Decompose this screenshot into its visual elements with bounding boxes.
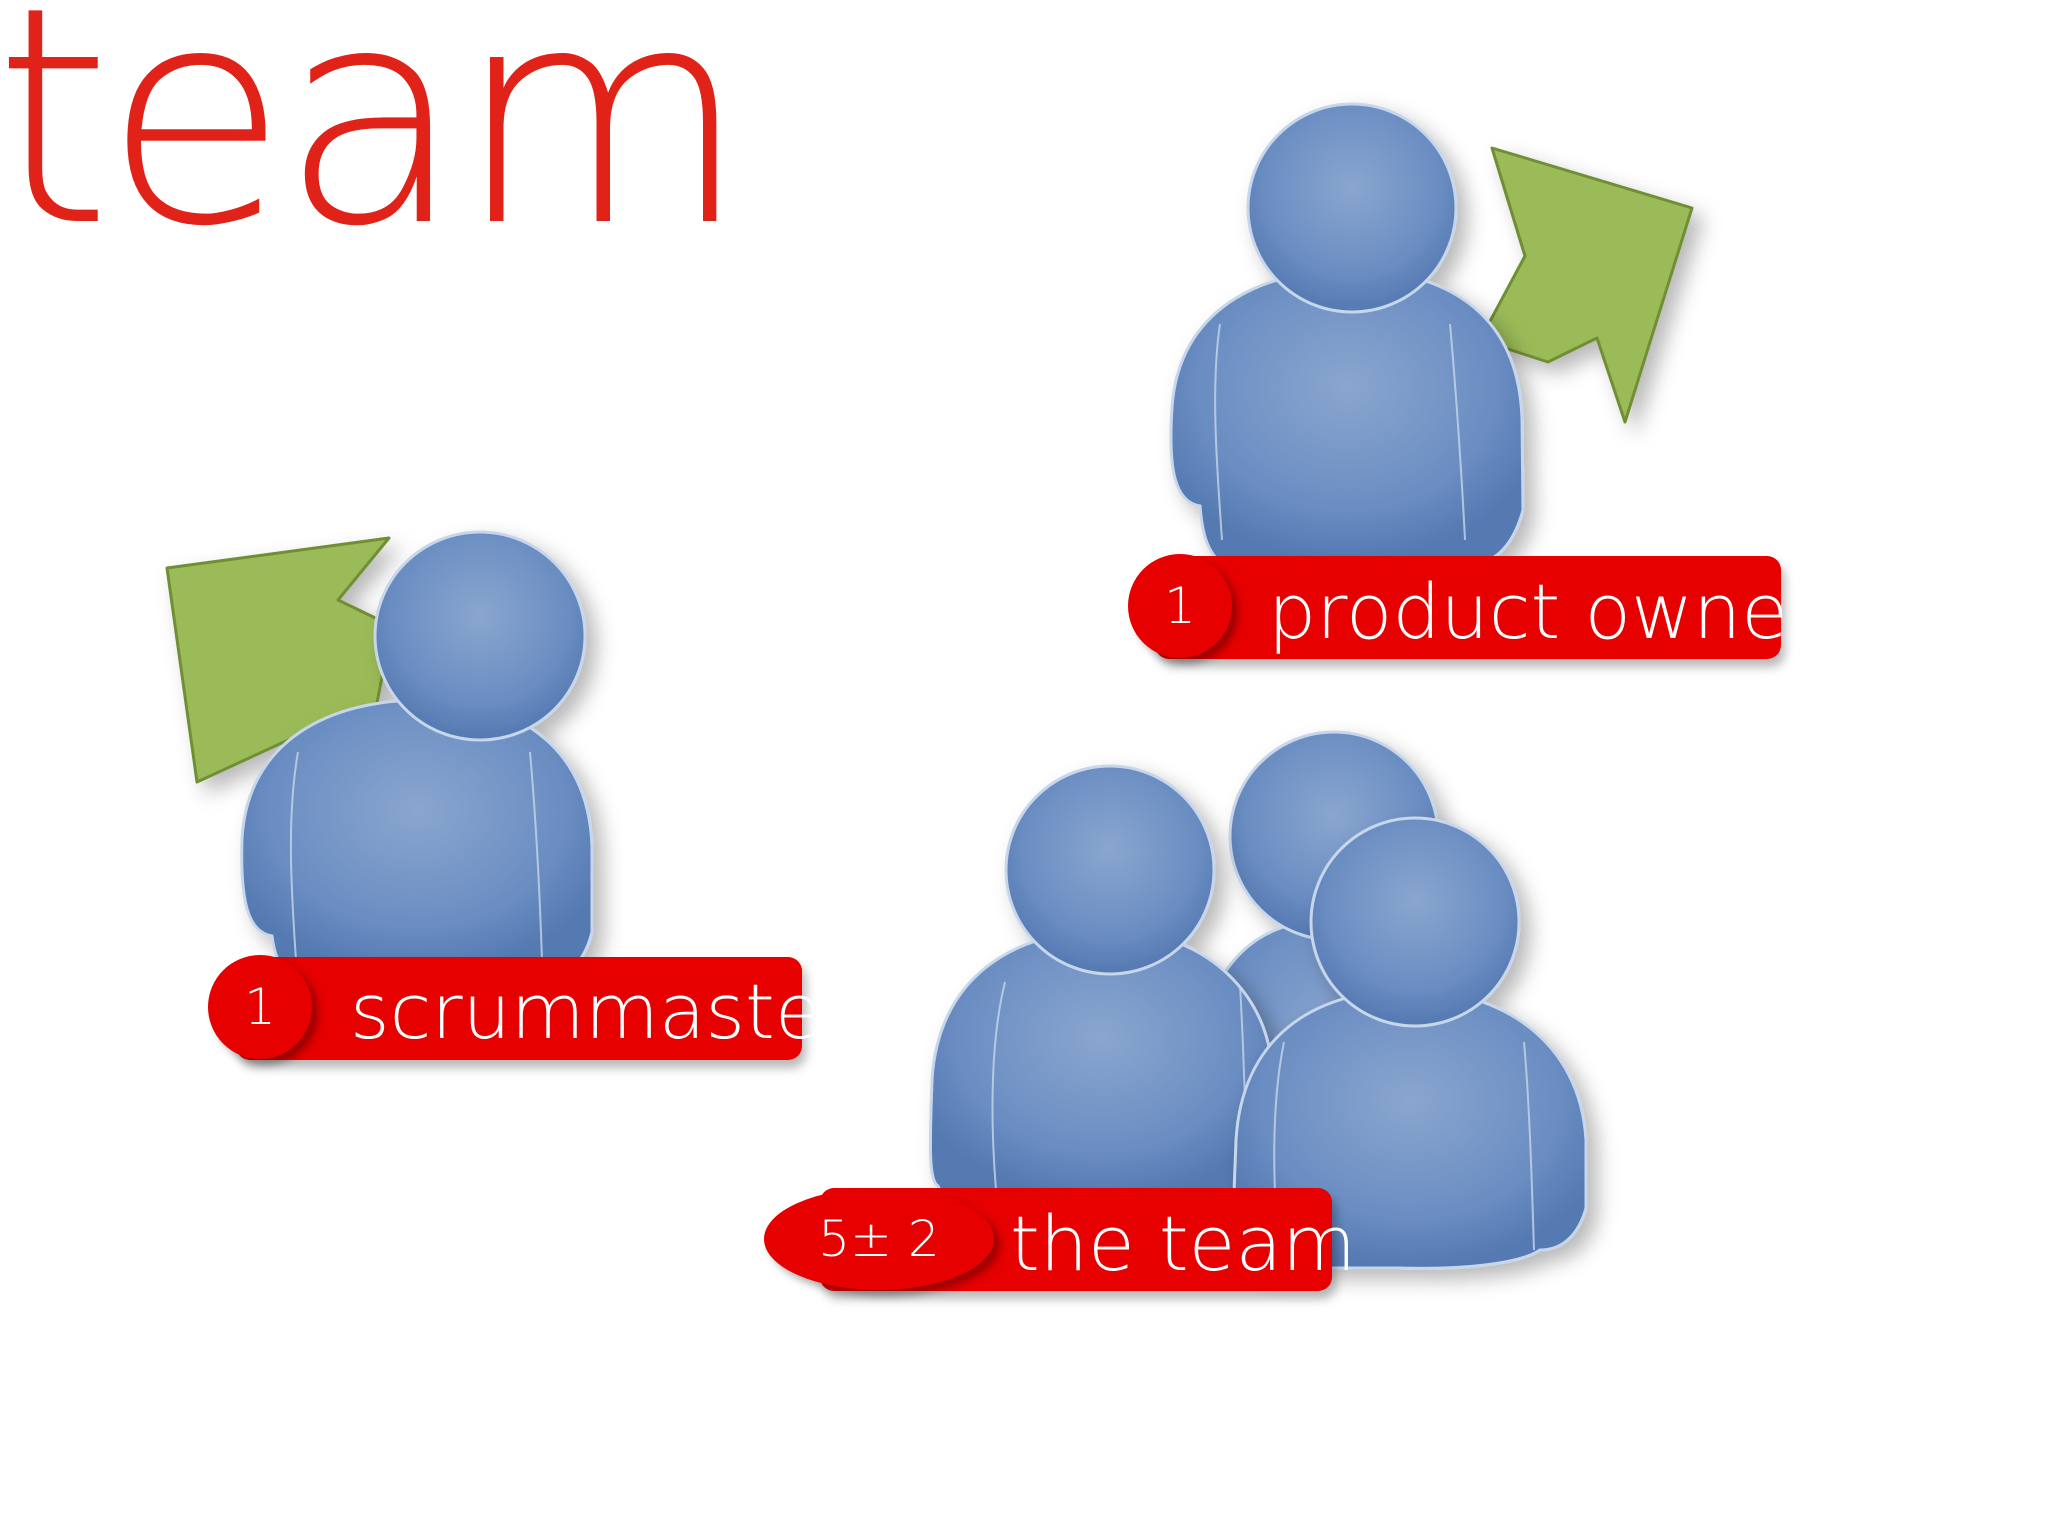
team-name: the team (1010, 1199, 1357, 1288)
scrummaster-figure (165, 530, 594, 978)
slide-title: team (0, 0, 748, 292)
scrummaster-label (236, 957, 802, 1060)
arrow-up-right-icon (1478, 146, 1694, 424)
product-owner-name: product owner (1268, 567, 1820, 656)
product-owner-label (1155, 556, 1781, 659)
product-owner-figure (1169, 102, 1694, 564)
group-icon (928, 730, 1588, 1270)
person-icon (1169, 102, 1525, 564)
person-icon (240, 530, 594, 978)
scrummaster-name: scrummaster (350, 967, 853, 1056)
person-icon (928, 764, 1274, 1202)
product-owner-count-badge: 1 (1128, 554, 1232, 658)
team-count-badge: 5± 2 (764, 1188, 994, 1290)
scrummaster-count-badge: 1 (208, 955, 312, 1059)
